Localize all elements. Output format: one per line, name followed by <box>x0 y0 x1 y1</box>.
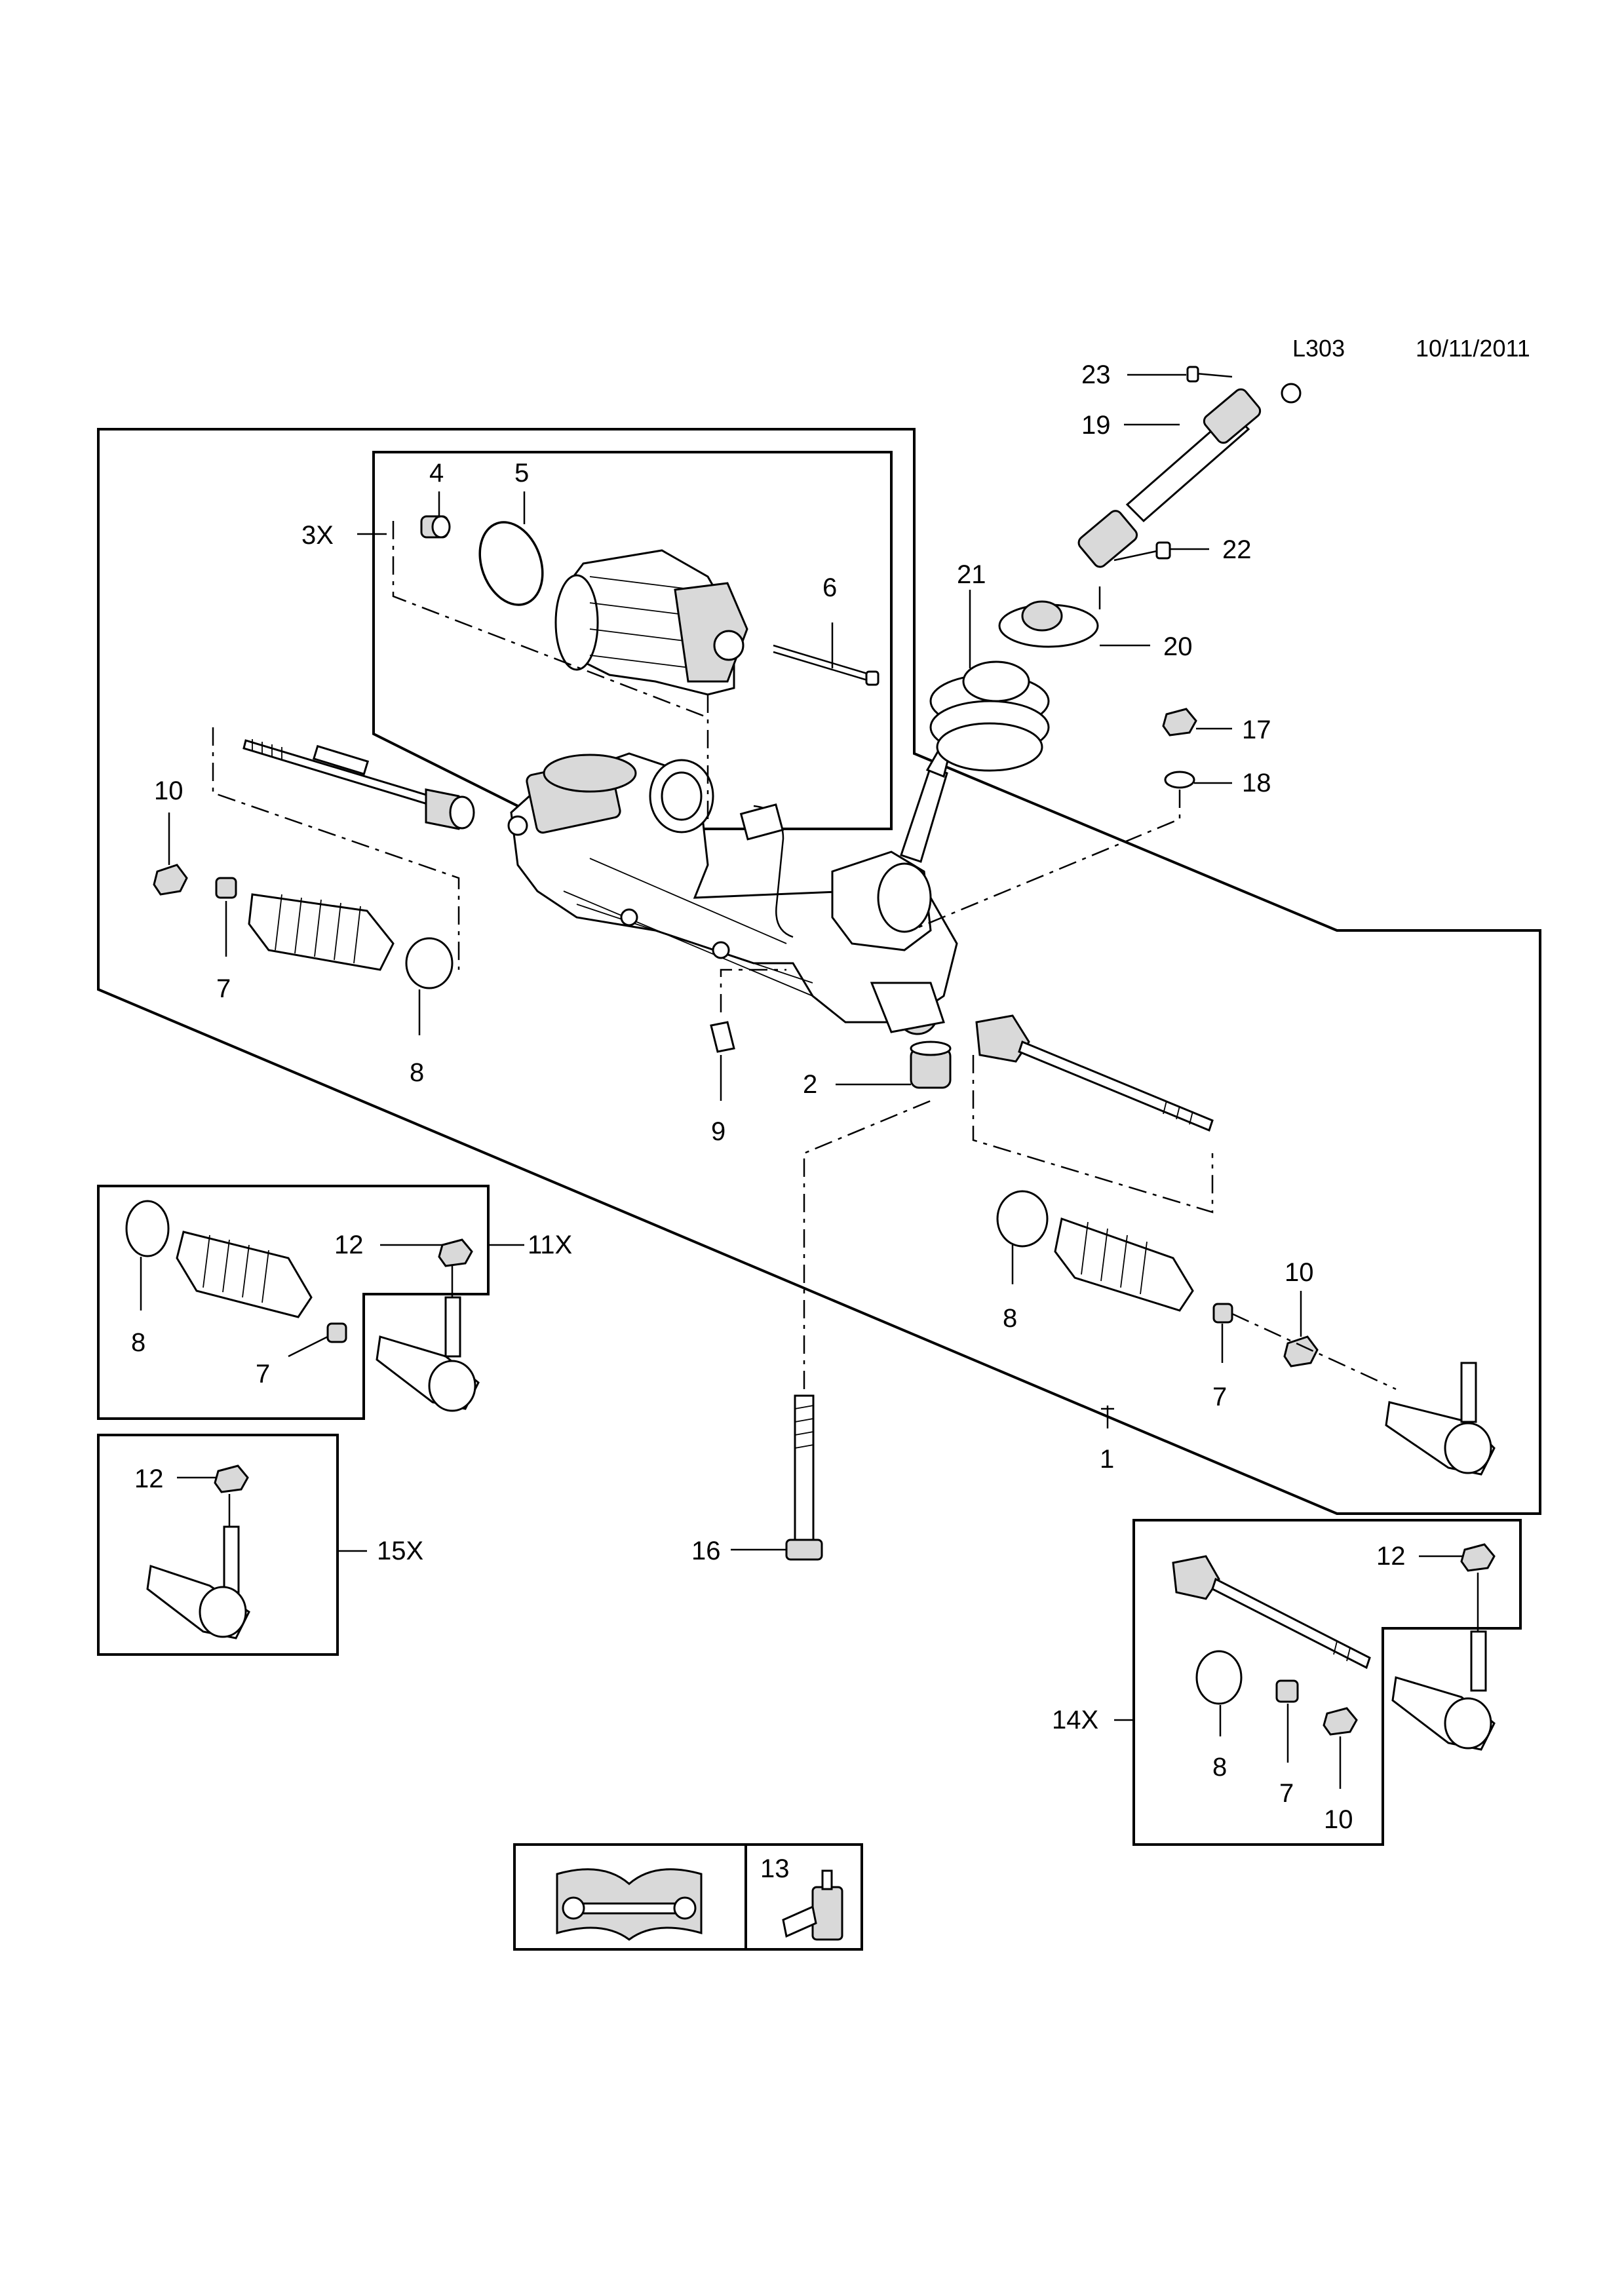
assembly-1-outline <box>97 428 1541 1515</box>
callout-4: 4 <box>429 459 444 488</box>
callout-6: 6 <box>822 573 837 602</box>
bolt-23 <box>1186 366 1233 383</box>
kit-14x-parts <box>1172 1543 1496 1751</box>
callout-14x: 14X <box>1052 1706 1098 1734</box>
kit-11x-parts <box>125 1200 480 1412</box>
callout-8c: 8 <box>131 1328 145 1357</box>
intermediate-shaft-19 <box>1077 383 1302 568</box>
callout-18: 18 <box>1242 769 1271 797</box>
callout-22: 22 <box>1222 535 1252 564</box>
right-tie-rod-end <box>1385 1362 1496 1476</box>
kit-15x-parts <box>146 1464 250 1639</box>
subassembly-3x-outline <box>372 451 893 830</box>
dashed-group-18 <box>910 790 1181 932</box>
wrench-book-icon <box>556 1868 703 1941</box>
clamp-7-left <box>215 877 237 899</box>
seal-20 <box>998 600 1099 648</box>
callout-7d: 7 <box>1279 1779 1294 1808</box>
nut-10-left <box>153 864 188 896</box>
callout-2: 2 <box>803 1070 817 1099</box>
diagram-date: 10/11/2011 <box>1416 335 1530 362</box>
clip-9 <box>710 1021 735 1053</box>
callout-labels: 23 19 22 21 20 17 18 3X 4 5 6 10 7 8 9 2… <box>131 360 1406 1883</box>
callout-7a: 7 <box>216 974 231 1003</box>
right-inner-tie-rod <box>975 1014 1214 1132</box>
bolt-22 <box>1113 541 1171 562</box>
callout-12b: 12 <box>134 1464 164 1493</box>
clamp-7-right <box>1212 1303 1233 1324</box>
callout-13: 13 <box>760 1854 790 1883</box>
callout-7c: 7 <box>256 1360 270 1388</box>
callout-16: 16 <box>691 1537 721 1565</box>
callout-11x: 11X <box>528 1231 572 1259</box>
callout-1: 1 <box>1100 1445 1114 1474</box>
kit-11x-outline <box>97 1185 490 1420</box>
dash-boot-21 <box>929 660 1050 772</box>
callout-20: 20 <box>1163 632 1193 661</box>
callout-3x: 3X <box>301 521 334 550</box>
callout-17: 17 <box>1242 716 1271 744</box>
callout-8a: 8 <box>410 1058 424 1087</box>
bolt-16 <box>785 1394 823 1561</box>
callout-23: 23 <box>1081 360 1111 389</box>
motor-bolt-6 <box>773 644 880 686</box>
callout-5: 5 <box>514 459 529 488</box>
bushing-4 <box>420 515 451 539</box>
callout-7b: 7 <box>1212 1383 1227 1411</box>
dashed-group-left-tierod <box>212 727 460 970</box>
mount-bushing-2 <box>910 1041 952 1089</box>
callout-19: 19 <box>1081 411 1111 440</box>
dashed-bolt-16 <box>803 1100 931 1389</box>
callout-10a: 10 <box>154 776 184 805</box>
dashed-clip-9 <box>720 968 786 1012</box>
callout-12c: 12 <box>1376 1542 1406 1571</box>
callout-12a: 12 <box>334 1231 364 1259</box>
callout-10b: 10 <box>1285 1258 1314 1287</box>
right-boot-8 <box>996 1190 1194 1312</box>
nut-10-right <box>1283 1335 1319 1368</box>
callout-8d: 8 <box>1212 1753 1227 1782</box>
washer-18 <box>1164 771 1195 789</box>
dashed-right-endrod <box>1231 1312 1397 1390</box>
kit-14x-outline <box>1132 1519 1522 1846</box>
callout-21: 21 <box>957 560 986 589</box>
left-boot-8 <box>248 893 454 989</box>
sealant-bottle-icon <box>782 1869 843 1941</box>
kit-15x-outline <box>97 1434 339 1656</box>
callout-10c: 10 <box>1324 1805 1353 1834</box>
steering-gear-housing <box>507 746 958 1035</box>
dashed-group-right-tierod <box>972 1055 1214 1214</box>
leader-lines <box>140 373 1479 1789</box>
callout-8b: 8 <box>1003 1304 1017 1333</box>
left-inner-tie-rod <box>242 739 475 830</box>
electric-motor <box>554 549 748 696</box>
legend-box <box>513 1843 863 1951</box>
diagram-code: L303 <box>1292 335 1345 362</box>
dashed-group-3x <box>392 521 708 719</box>
callout-9: 9 <box>711 1117 725 1146</box>
callout-15x: 15X <box>377 1537 423 1565</box>
o-ring-5 <box>478 521 544 606</box>
nut-17 <box>1162 708 1197 737</box>
